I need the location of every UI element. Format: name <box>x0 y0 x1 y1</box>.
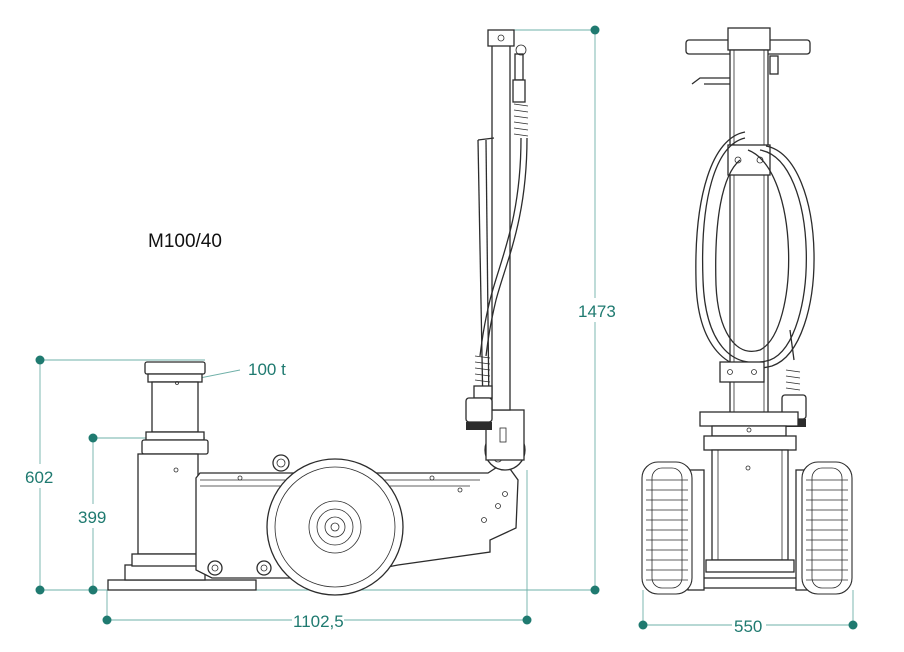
dim-length: 1102,5 <box>293 612 344 631</box>
model-name: M100/40 <box>148 231 222 252</box>
dim-max-height: 602 <box>25 468 53 487</box>
dim-width: 550 <box>734 617 762 636</box>
side-view <box>107 29 529 596</box>
capacity-label: 100 t <box>248 360 286 379</box>
front-view <box>641 27 853 595</box>
dim-min-height: 399 <box>78 508 106 527</box>
dim-total-height: 1473 <box>578 302 616 321</box>
